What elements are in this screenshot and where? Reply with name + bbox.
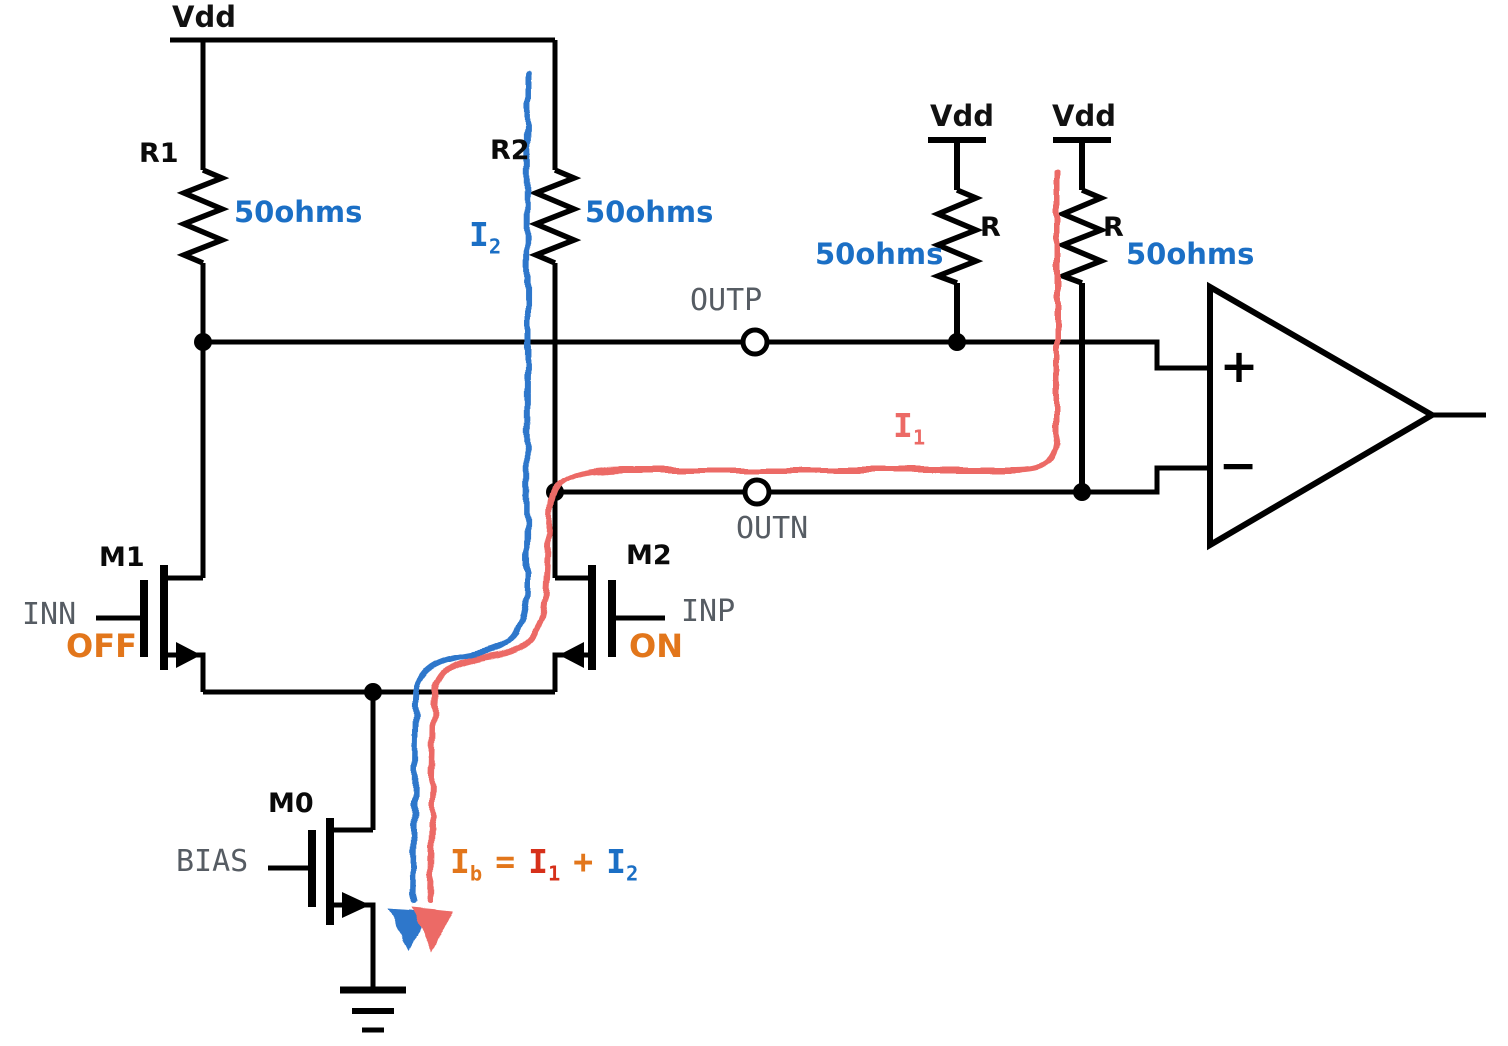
opamp-plus-sign: +	[1219, 339, 1259, 393]
i2-current-label: I2	[469, 215, 501, 257]
r-right-label: R	[1103, 212, 1124, 243]
m2-source-arrow	[559, 642, 584, 668]
r2-label: R2	[490, 135, 530, 166]
vdd-right-tap	[1053, 137, 1111, 492]
m2-state-label: ON	[629, 627, 683, 665]
current-equation: Ib = I1 + I2	[450, 842, 639, 886]
resistor-r-mid	[930, 187, 984, 286]
junction-outp-r1	[194, 333, 212, 351]
junction-tail	[364, 683, 382, 701]
junction-outn-rright	[1073, 483, 1091, 501]
m2-gate-label: INP	[681, 594, 736, 629]
outp-terminal	[740, 327, 770, 357]
equation-i2-term: I2	[606, 842, 639, 886]
i1-sub: 1	[912, 425, 926, 450]
r1-value-label: 50ohms	[234, 195, 363, 229]
r1-label: R1	[139, 138, 179, 169]
r2-value-label: 50ohms	[585, 195, 714, 229]
opamp-minus-sign: −	[1218, 438, 1258, 492]
m0-gate-label: BIAS	[176, 844, 249, 879]
equation-equals: =	[495, 842, 516, 881]
m2-label: M2	[626, 540, 672, 571]
m0-source-arrow	[342, 892, 370, 918]
node-terminals	[740, 327, 772, 507]
r-mid-value-label: 50ohms	[815, 237, 944, 271]
r-mid-label: R	[980, 212, 1001, 243]
m0-source-lead	[330, 902, 376, 990]
i1-arrowhead	[411, 906, 453, 952]
outn-label: OUTN	[736, 511, 809, 546]
i2-sub: 2	[488, 234, 502, 259]
m1-source-arrow	[176, 642, 201, 668]
outp-label: OUTP	[690, 283, 763, 318]
vdd-mid-tap	[928, 137, 986, 342]
vdd-right-label: Vdd	[1052, 99, 1116, 133]
m1-state-label: OFF	[66, 627, 137, 665]
junction-outp-rmid	[948, 333, 966, 351]
r-right-value-label: 50ohms	[1126, 237, 1255, 271]
outn-wire	[555, 465, 1212, 495]
source-arrows	[176, 642, 584, 918]
resistor-r2	[528, 167, 582, 266]
i1-base: I	[893, 406, 913, 445]
i1-current-trace	[427, 169, 1060, 903]
current-traces	[388, 71, 1060, 952]
equation-i1-term: I1	[528, 842, 561, 886]
m0-label: M0	[268, 788, 314, 819]
outp-wire	[203, 339, 1212, 371]
resistor-r-right	[1055, 187, 1109, 286]
vdd-left-label: Vdd	[172, 0, 236, 34]
transistor-bars	[140, 565, 616, 925]
resistor-r1	[176, 167, 230, 266]
m1-gate-label: INN	[22, 597, 77, 632]
i2-base: I	[469, 215, 489, 254]
m1-label: M1	[99, 542, 145, 573]
vdd-mid-label: Vdd	[930, 99, 994, 133]
i1-current-label: I1	[893, 406, 925, 448]
i2-current-trace	[410, 71, 531, 903]
equation-plus: +	[573, 842, 594, 881]
equation-ib-term: Ib	[450, 842, 483, 886]
outn-terminal	[742, 477, 772, 507]
opamp-triangle	[1207, 281, 1438, 551]
